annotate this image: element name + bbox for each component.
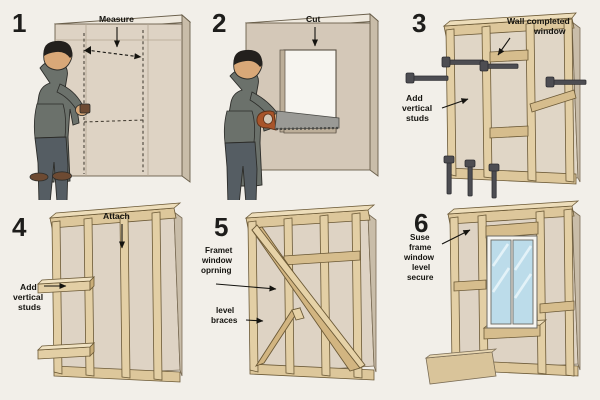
panel-4-number: 4 (12, 212, 27, 242)
panel-1-measure-wall: Measure 1 (0, 0, 200, 200)
secure-frame-line5: secure (407, 273, 434, 282)
panel-5-number: 5 (214, 212, 228, 242)
worker-figure (29, 40, 91, 200)
frame-opening-line1: Framet (205, 246, 233, 255)
add-vertical-studs-line3: studs (406, 113, 429, 123)
frame-opening-line2: window (201, 256, 233, 265)
level-braces-line1: level (216, 306, 234, 315)
plywood-board (424, 348, 498, 385)
panel-2-number: 2 (212, 8, 226, 38)
secure-frame-line1: Suse (410, 233, 430, 242)
panel-4-attach-studs: Attach Add vertical studs 4 (0, 200, 200, 400)
level-braces-line2: braces (211, 316, 238, 325)
secure-frame-line3: window (403, 253, 435, 262)
secure-frame-line4: level (412, 263, 430, 272)
panel-2-cut-opening: Cut 2 (200, 0, 400, 200)
panel-6-install-window: Suse frame window level secure 6 (400, 200, 600, 400)
panel-3-add-studs-fasten: Wall completed window Add vertical studs… (400, 0, 600, 200)
worker-figure (223, 49, 285, 200)
panel-3-number: 3 (412, 8, 426, 38)
diagonal-brace (251, 224, 366, 372)
attach-label-text: Attach (103, 211, 130, 221)
fastener-screws (405, 56, 587, 199)
wall-framing (446, 200, 580, 377)
add-vertical-studs-line2: vertical (13, 292, 43, 302)
add-vertical-studs-line1: Add (406, 93, 423, 103)
frame-opening-line3: oprning (201, 266, 231, 275)
add-vertical-studs-line1: Add (20, 282, 37, 292)
measure-dimension-arrow (84, 46, 142, 60)
wall-completed-label-line2: window (533, 26, 566, 36)
measure-guide-lines (83, 30, 144, 174)
panel-5-frame-window-opening: Framet window oprning level braces 5 (200, 200, 400, 400)
cut-label-text: Cut (306, 14, 320, 24)
secure-frame-line2: frame (409, 243, 432, 252)
add-vertical-studs-line3: studs (18, 302, 41, 312)
add-vertical-studs-line2: vertical (402, 103, 432, 113)
wall-completed-label-line1: Wall completed (507, 16, 570, 26)
measure-label-text: Measure (99, 14, 134, 24)
wall-framing (244, 204, 376, 381)
panel-6-number: 6 (414, 208, 428, 238)
wall-framing (48, 202, 182, 383)
level-brace-short (254, 307, 305, 367)
wall-framing (442, 12, 577, 185)
panel-1-number: 1 (12, 8, 26, 38)
handsaw-tool (256, 110, 340, 131)
installed-window (486, 235, 538, 329)
